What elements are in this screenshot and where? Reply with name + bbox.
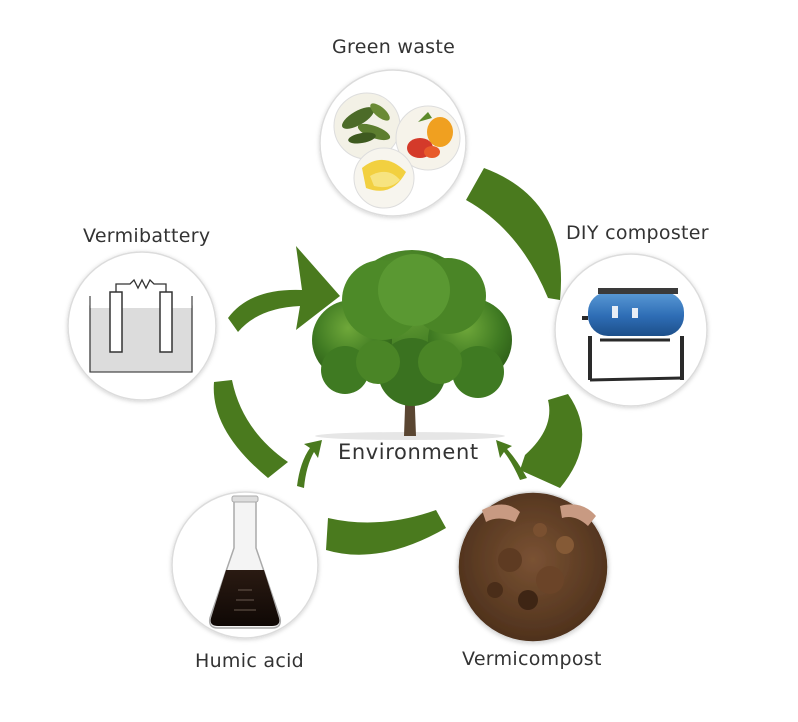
node-vermibattery	[67, 251, 217, 401]
label-diy-composter: DIY composter	[566, 222, 709, 244]
label-vermibattery: Vermibattery	[83, 225, 211, 247]
green-waste-icon	[333, 92, 461, 209]
node-humic-acid	[171, 491, 319, 639]
node-diy-composter	[554, 253, 708, 407]
arrow-composter-to-vermicompost	[520, 394, 583, 488]
label-humic-acid: Humic acid	[195, 650, 305, 672]
arrow-vermibattery-to-environment	[228, 246, 340, 332]
soil-icon	[482, 504, 596, 610]
arrow-humic-to-environment	[297, 440, 322, 488]
label-vermicompost: Vermicompost	[462, 648, 602, 670]
arrow-humic-to-vermibattery	[213, 380, 288, 478]
arrow-vermicompost-to-environment	[496, 440, 527, 480]
node-green-waste	[319, 69, 467, 217]
composter-drum-icon	[582, 288, 684, 382]
battery-cell-icon	[89, 278, 193, 373]
flask-icon	[208, 495, 282, 629]
arrow-greenwaste-to-composter	[466, 168, 562, 300]
arrow-vermicompost-to-humic	[326, 510, 446, 555]
label-green-waste: Green waste	[332, 36, 456, 58]
tree-icon	[312, 250, 512, 440]
node-vermicompost	[457, 491, 609, 643]
label-environment: Environment	[338, 440, 479, 464]
